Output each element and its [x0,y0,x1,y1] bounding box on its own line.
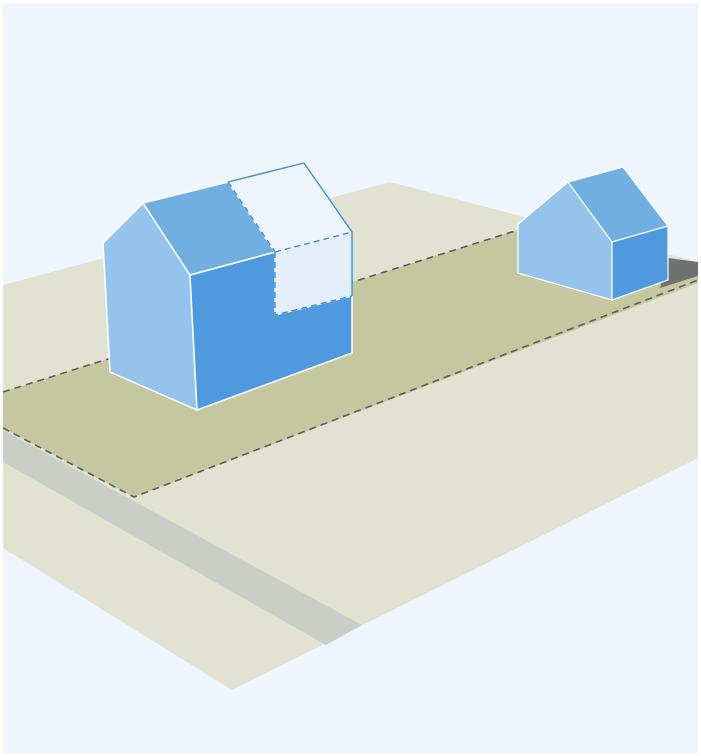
road [3,430,362,645]
proposed-extension [227,162,353,316]
extension-outline-dashed [227,181,353,316]
extension-wall [275,232,352,315]
extension-outline-solid [227,162,353,296]
neighbour-house [517,166,670,301]
neighbour-front-wall [611,225,669,301]
plot-area [3,230,698,497]
neighbour-shadow [660,258,698,288]
extension-roof [228,163,352,252]
